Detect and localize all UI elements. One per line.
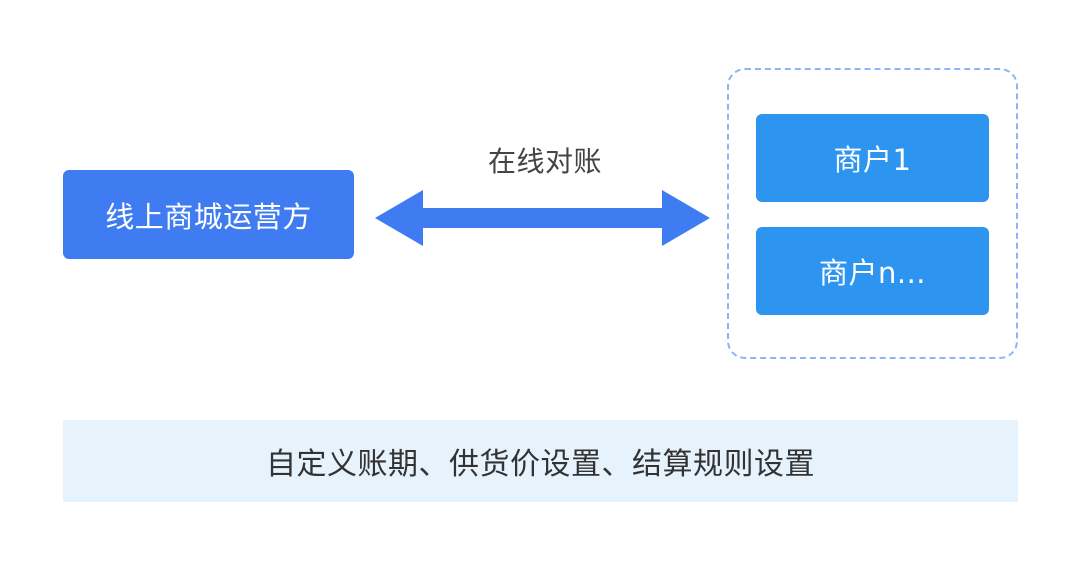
merchant-group bbox=[727, 68, 1018, 359]
operator-label: 线上商城运营方 bbox=[105, 199, 312, 234]
features-label: 自定义账期、供货价设置、结算规则设置 bbox=[266, 447, 815, 482]
features-banner: 自定义账期、供货价设置、结算规则设置 bbox=[63, 420, 1018, 502]
merchant-label: 商户1 bbox=[833, 143, 912, 177]
merchant-box: 商户n... bbox=[756, 227, 989, 315]
double-arrow-shape bbox=[375, 190, 710, 246]
merchant-box: 商户1 bbox=[756, 114, 989, 202]
double-arrow-icon bbox=[375, 190, 710, 246]
merchant-label: 商户n... bbox=[818, 256, 927, 290]
operator-box: 线上商城运营方 bbox=[63, 170, 354, 259]
connector-label: 在线对账 bbox=[487, 145, 602, 178]
